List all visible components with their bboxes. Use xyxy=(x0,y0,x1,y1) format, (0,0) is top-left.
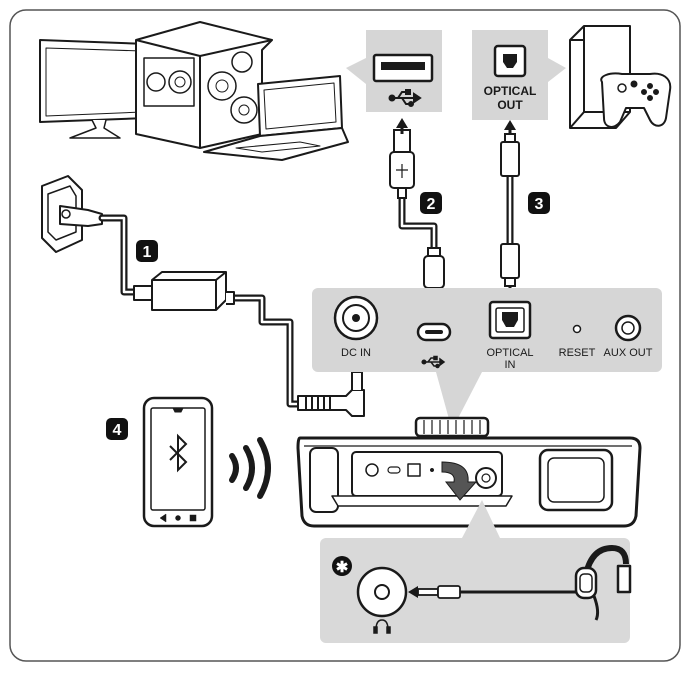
note-badge: ✱ xyxy=(332,556,352,576)
laptop-icon xyxy=(203,75,349,161)
headphone-jack-port xyxy=(356,566,408,618)
headphone-icon xyxy=(373,619,391,634)
open-cover-arrow-icon xyxy=(441,461,478,501)
step-badge-2-label: 2 xyxy=(427,196,436,213)
optical-out-label-line1: OPTICAL xyxy=(484,84,537,98)
optical-plug-top-icon xyxy=(500,133,520,177)
optical-in-label-line1: OPTICAL xyxy=(486,347,533,359)
dc-in-label: DC IN xyxy=(341,347,371,359)
bluetooth-wave-icon xyxy=(229,437,271,499)
game-controller-icon xyxy=(600,72,672,128)
optical-out-label-line2: OUT xyxy=(497,98,523,112)
optical-in-label-line2: IN xyxy=(505,359,516,371)
headset-icon xyxy=(574,545,632,621)
jack-arrow-icon xyxy=(408,586,418,598)
step-badge-4: 4 xyxy=(106,418,128,440)
dc-in-port xyxy=(333,295,379,341)
pc-setup-illustration xyxy=(39,21,349,161)
step-badge-4-label: 4 xyxy=(113,422,122,439)
reset-label: RESET xyxy=(559,347,596,359)
step-badge-1: 1 xyxy=(136,240,158,262)
pc-tower-icon xyxy=(135,21,273,149)
aux-out-port xyxy=(614,314,642,342)
power-adapter-icon xyxy=(133,271,235,311)
dc-plug-icon xyxy=(297,360,365,417)
rear-panel-callout: DC IN OPTICAL IN RESET xyxy=(312,288,662,430)
usb-a-plug-icon xyxy=(389,129,415,199)
note-badge-label: ✱ xyxy=(336,559,349,576)
volume-knob-icon xyxy=(414,416,490,438)
optical-plug-bottom-icon xyxy=(500,243,520,287)
aux-out-label: AUX OUT xyxy=(604,347,653,359)
usb-up-arrow-icon xyxy=(396,118,408,128)
optical-out-callout: OPTICAL OUT xyxy=(472,30,566,120)
step-badge-3-label: 3 xyxy=(535,196,544,213)
step-badge-2: 2 xyxy=(420,192,442,214)
panel-usb-icon xyxy=(421,355,446,369)
usb-cable xyxy=(398,196,438,250)
usb-c-port xyxy=(416,322,452,342)
audio-jack-plug-icon xyxy=(417,585,461,599)
wall-outlet-icon xyxy=(41,175,103,253)
usb-icon xyxy=(388,89,422,107)
reset-button-hole xyxy=(572,324,582,334)
optical-in-port xyxy=(488,300,532,340)
bluetooth-icon xyxy=(169,433,188,473)
step-badge-1-label: 1 xyxy=(143,244,152,261)
optical-up-arrow-icon xyxy=(504,120,516,130)
step-badge-3: 3 xyxy=(528,192,550,214)
headphone-inset: ✱ xyxy=(320,500,632,643)
